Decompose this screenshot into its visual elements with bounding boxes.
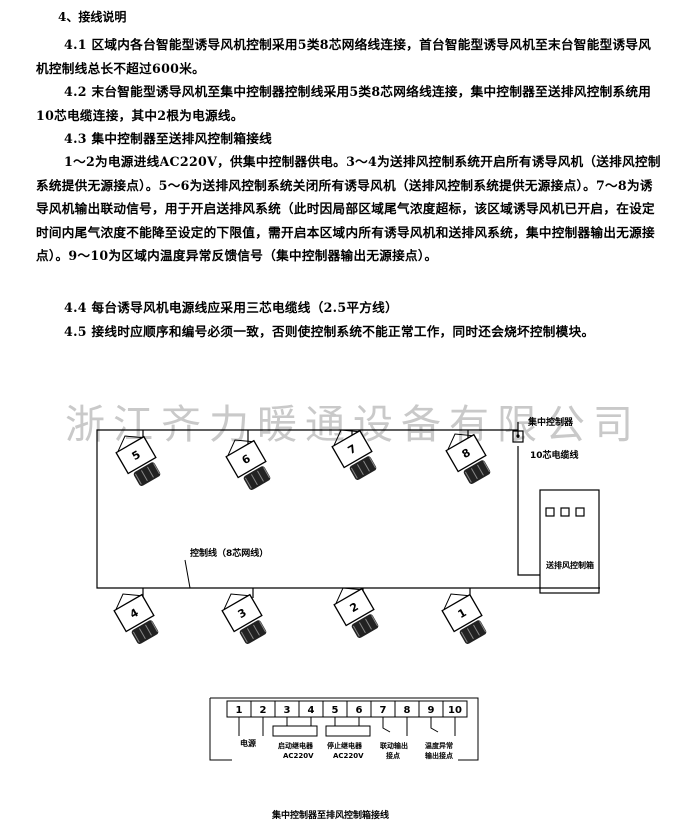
paragraph-4-2: 4.2 末台智能型诱导风机至集中控制器控制线采用5类8芯网络线连接，集中控制器至… — [36, 84, 652, 123]
terminal-number-2: 2 — [260, 705, 267, 716]
terminal-link-label-2: 接点 — [386, 751, 400, 760]
induction-fan-5: 5 — [115, 435, 161, 486]
terminal-link-label: 联动输出 — [380, 741, 408, 750]
terminal-stop-label: 停止继电器 — [327, 741, 363, 750]
control-line-label: 控制线（8芯网线） — [190, 547, 268, 559]
terminal-number-8: 8 — [404, 705, 411, 716]
terminal-temp-label: 温度异常 — [425, 741, 453, 750]
paragraph-4-1: 4.1 区域内各台智能型诱导风机控制采用5类8芯网络线连接，首台智能型诱导风机至… — [36, 37, 652, 76]
cable-label: 10芯电缆线 — [530, 449, 579, 461]
control-box-label: 送排风控制箱 — [545, 560, 594, 570]
paragraph-4-3: 4.3 集中控制器至送排风控制箱接线 — [64, 131, 273, 146]
terminal-power-label: 电源 — [240, 738, 256, 748]
induction-fan-7: 7 — [331, 429, 377, 480]
paragraph-4-3-body: 1～2为电源进线AC220V，供集中控制器供电。3～4为送排风控制系统开启所有诱… — [36, 154, 661, 263]
terminal-stop-voltage: AC220V — [333, 752, 364, 760]
terminal-number-3: 3 — [284, 705, 291, 716]
induction-fan-8: 8 — [445, 433, 491, 484]
induction-fan-1: 1 — [441, 593, 487, 644]
terminal-start-label: 启动继电器 — [278, 741, 314, 750]
induction-fan-4: 4 — [113, 593, 159, 644]
terminal-number-10: 10 — [448, 705, 462, 716]
terminal-number-7: 7 — [380, 705, 387, 716]
terminal-caption: 集中控制器至排风控制箱接线 — [271, 809, 389, 821]
controller-label: 集中控制器 — [527, 416, 574, 428]
terminal-number-4: 4 — [308, 705, 315, 716]
terminal-number-6: 6 — [356, 705, 363, 716]
paragraph-4-5: 4.5 接线时应顺序和编号必须一致，否则使控制系统不能正常工作，同时还会烧坏控制… — [64, 324, 595, 339]
terminal-number-9: 9 — [428, 705, 435, 716]
induction-fan-3: 3 — [221, 593, 267, 644]
terminal-start-voltage: AC220V — [283, 752, 314, 760]
paragraph-4-4: 4.4 每台诱导风机电源线应采用三芯电缆线（2.5平方线） — [64, 300, 398, 315]
terminal-number-1: 1 — [236, 705, 243, 716]
section-heading: 4、接线说明 — [58, 10, 127, 24]
induction-fan-2: 2 — [333, 587, 379, 638]
induction-fan-6: 6 — [225, 439, 271, 490]
terminal-temp-label-2: 输出接点 — [425, 751, 453, 760]
terminal-number-5: 5 — [332, 705, 339, 716]
